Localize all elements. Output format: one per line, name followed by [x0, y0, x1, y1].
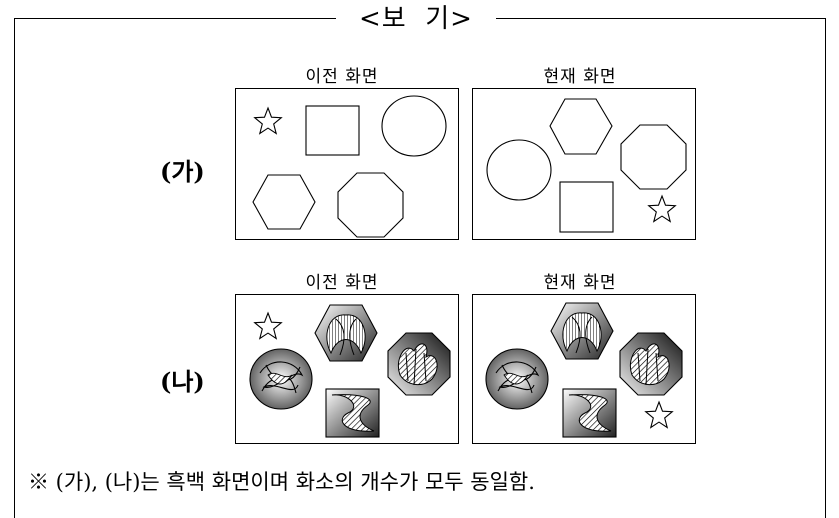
textured-square-shape [562, 388, 617, 438]
panel-ga-after [472, 88, 696, 240]
footnote: ※ (가), (나)는 흑백 화면이며 화소의 개수가 모두 동일함. [28, 470, 535, 494]
caption-na-after: 현재 화면 [543, 273, 617, 293]
square-shape [305, 105, 360, 156]
square-shape [559, 181, 614, 233]
octagon-shape [620, 124, 687, 190]
textured-octagon-shape [619, 332, 683, 396]
textured-circle-shape [249, 348, 313, 410]
panel-ga-before [235, 88, 459, 240]
textured-circle-shape [485, 348, 549, 410]
panel-na-after [472, 294, 696, 444]
circle-shape [381, 95, 447, 157]
hexagon-shape [549, 98, 613, 155]
textured-octagon-shape [387, 332, 451, 396]
hexagon-shape [252, 174, 316, 230]
star-shape [647, 194, 677, 223]
textured-square-shape [325, 388, 380, 438]
star-shape [253, 106, 283, 135]
star-shape [253, 311, 283, 340]
textured-hexagon-shape [314, 304, 378, 362]
circle-shape [486, 139, 552, 201]
caption-ga-after: 현재 화면 [543, 67, 617, 87]
caption-ga-before: 이전 화면 [305, 67, 379, 87]
row-label-ga: (가) [160, 157, 205, 186]
row-label-na: (나) [160, 367, 205, 396]
octagon-shape [337, 172, 404, 238]
star-shape [644, 400, 674, 429]
box-title: <보 기> [336, 2, 496, 36]
panel-na-before [235, 294, 459, 444]
caption-na-before: 이전 화면 [305, 273, 379, 293]
textured-hexagon-shape [550, 302, 614, 360]
